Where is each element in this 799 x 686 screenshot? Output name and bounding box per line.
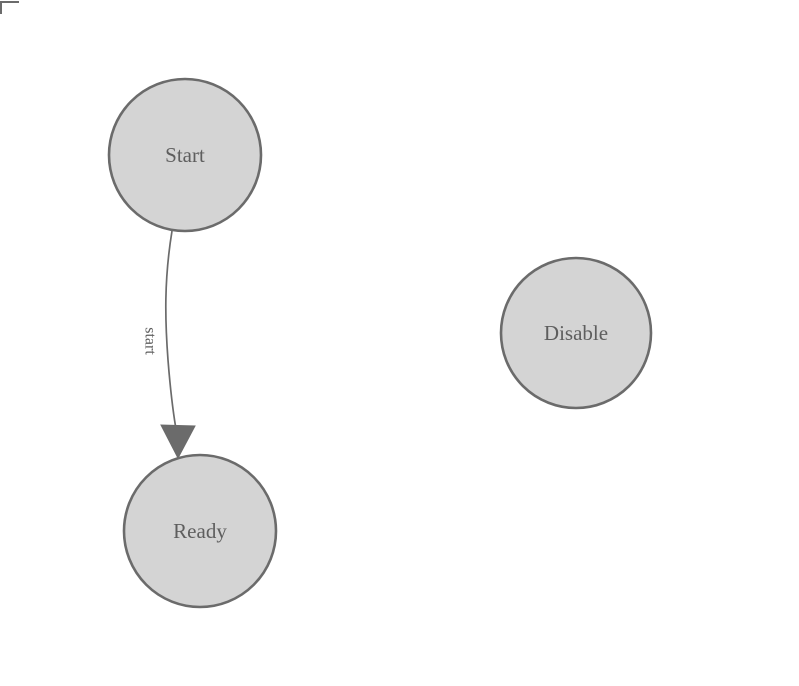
crop-corner-mark-icon bbox=[0, 1, 19, 14]
edge-line bbox=[164, 230, 179, 441]
node-disable-label: Disable bbox=[544, 321, 608, 345]
node-start[interactable]: Start bbox=[107, 77, 263, 233]
edge-label-start: start bbox=[142, 327, 159, 355]
node-ready-label: Ready bbox=[173, 519, 227, 543]
node-start-circle[interactable] bbox=[107, 77, 263, 233]
edge-start-to-ready[interactable]: start bbox=[142, 230, 196, 460]
node-disable-circle[interactable] bbox=[499, 256, 653, 410]
node-ready-circle[interactable] bbox=[122, 453, 278, 609]
edge-label-group: start bbox=[142, 327, 159, 355]
arrowhead-icon bbox=[160, 424, 196, 460]
node-start-label: Start bbox=[165, 143, 205, 167]
node-ready[interactable]: Ready bbox=[122, 453, 278, 609]
node-disable[interactable]: Disable bbox=[499, 256, 653, 410]
